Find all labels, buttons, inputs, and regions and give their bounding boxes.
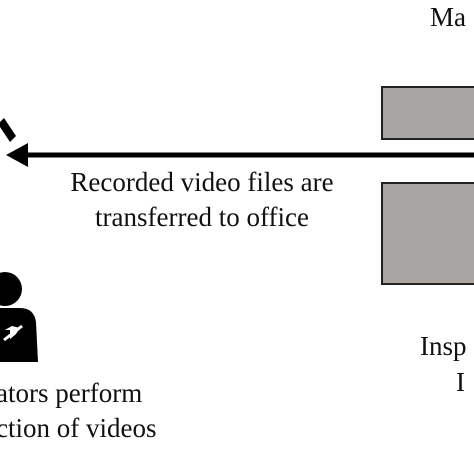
person-head-icon xyxy=(0,272,22,306)
inspection-label-line-2: I xyxy=(456,367,465,397)
desk-icon xyxy=(0,330,10,362)
camera-mount-icon xyxy=(0,118,16,142)
equipment-box-top xyxy=(381,86,474,140)
transfer-arrow-head xyxy=(6,143,28,167)
operators-label-line-2: ction of videos xyxy=(0,413,157,443)
operators-label-line-1: ators perform xyxy=(0,378,143,408)
equipment-box-bottom xyxy=(381,182,474,285)
top-right-label: Ma xyxy=(430,2,466,32)
transfer-arrow xyxy=(6,143,474,167)
person-at-desk-icon xyxy=(0,272,38,362)
arrow-caption-line-1: Recorded video files are xyxy=(70,167,334,197)
person-arm-gap xyxy=(3,324,23,342)
inspection-label-line-1: Insp xyxy=(420,331,467,361)
arrow-caption-line-2: transferred to office xyxy=(95,202,309,232)
